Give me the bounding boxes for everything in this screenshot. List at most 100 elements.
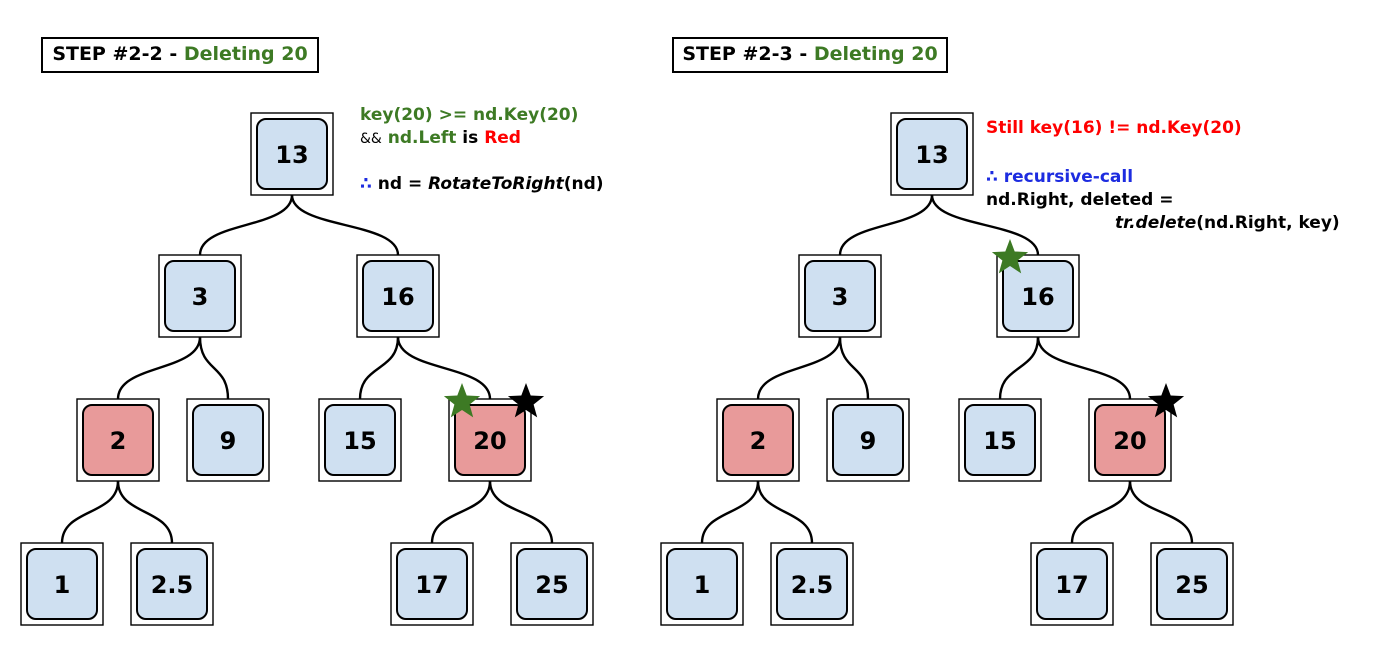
note-line-assign: nd.Right, deleted = bbox=[986, 190, 1174, 210]
edge-3-9 bbox=[198, 336, 230, 400]
note-line-key-compare: key(20) >= nd.Key(20) bbox=[360, 105, 579, 125]
note-delete-args: (nd.Right, key) bbox=[1196, 213, 1340, 233]
node-fill bbox=[362, 260, 434, 332]
stars-layer bbox=[443, 239, 1185, 418]
node-fill bbox=[82, 404, 154, 476]
edge-16-15 bbox=[998, 336, 1040, 400]
black-star-icon bbox=[507, 383, 545, 418]
step-title-right: STEP #2-3 - Deleting 20 bbox=[672, 37, 948, 73]
therefore-symbol: ∴ bbox=[360, 174, 372, 194]
edges-layer bbox=[60, 194, 1194, 544]
note-line-left-red: && nd.Left is Red bbox=[360, 127, 604, 151]
note-recursive-call: recursive-call bbox=[997, 167, 1134, 187]
node-fill bbox=[776, 548, 848, 620]
node-fill bbox=[1036, 548, 1108, 620]
tree-node-16: 16 bbox=[356, 254, 440, 338]
green-star-icon bbox=[991, 239, 1029, 274]
step-title-action: Deleting 20 bbox=[813, 43, 938, 65]
tree-node-1: 1 bbox=[660, 542, 744, 626]
node-label: 3 bbox=[832, 283, 849, 311]
node-label: 9 bbox=[860, 427, 877, 455]
tree-node-13: 13 bbox=[250, 112, 334, 196]
node-label: 17 bbox=[415, 571, 448, 599]
node-fill bbox=[516, 548, 588, 620]
node-fill bbox=[722, 404, 794, 476]
edge-13-3 bbox=[838, 194, 934, 256]
edge-20-25 bbox=[1128, 480, 1194, 544]
node-fill bbox=[256, 118, 328, 190]
note-delete-func: tr.delete bbox=[1115, 213, 1197, 233]
node-label: 13 bbox=[915, 141, 948, 169]
node-label: 1 bbox=[54, 571, 71, 599]
node-label: 16 bbox=[1021, 283, 1054, 311]
node-fill bbox=[192, 404, 264, 476]
note-line-still: Still key(16) != nd.Key(20) bbox=[986, 118, 1242, 138]
tree-node-16: 16 bbox=[996, 254, 1080, 338]
tree-node-2.5: 2.5 bbox=[130, 542, 214, 626]
node-fill bbox=[1156, 548, 1228, 620]
black-star-icon bbox=[1147, 383, 1185, 418]
note-rotate-func: RotateToRight bbox=[428, 174, 564, 194]
node-label: 2 bbox=[110, 427, 127, 455]
node-label: 25 bbox=[535, 571, 568, 599]
edge-2-2.5 bbox=[756, 480, 814, 544]
node-fill bbox=[396, 548, 468, 620]
node-label: 25 bbox=[1175, 571, 1208, 599]
note-red: Red bbox=[484, 128, 521, 148]
tree-node-13: 13 bbox=[890, 112, 974, 196]
edge-20-25 bbox=[488, 480, 554, 544]
condition-note-right: Still key(16) != nd.Key(20) ∴ recursive-… bbox=[986, 117, 1340, 235]
edge-2-1 bbox=[700, 480, 760, 544]
tree-node-17: 17 bbox=[1030, 542, 1114, 626]
node-fill bbox=[1002, 260, 1074, 332]
tree-node-9: 9 bbox=[826, 398, 910, 482]
green-star-icon bbox=[443, 383, 481, 418]
node-fill bbox=[136, 548, 208, 620]
node-label: 20 bbox=[473, 427, 506, 455]
node-label: 16 bbox=[381, 283, 414, 311]
edge-16-20 bbox=[1036, 336, 1132, 400]
node-label: 9 bbox=[220, 427, 237, 455]
edge-3-2 bbox=[116, 336, 202, 400]
tree-node-25: 25 bbox=[1150, 542, 1234, 626]
note-nd-assign: nd = bbox=[371, 174, 429, 194]
node-label: 17 bbox=[1055, 571, 1088, 599]
node-label: 2 bbox=[750, 427, 767, 455]
tree-node-15: 15 bbox=[318, 398, 402, 482]
tree-node-2: 2 bbox=[76, 398, 160, 482]
tree-node-25: 25 bbox=[510, 542, 594, 626]
note-line-delete: tr.delete(nd.Right, key) bbox=[986, 212, 1340, 235]
step-title-left: STEP #2-2 - Deleting 20 bbox=[41, 37, 319, 73]
edge-13-16 bbox=[290, 194, 400, 256]
step-title-prefix: STEP #2-2 - bbox=[52, 43, 184, 65]
node-label: 15 bbox=[343, 427, 376, 455]
note-nd-left: nd.Left bbox=[387, 128, 457, 148]
edge-3-9 bbox=[838, 336, 870, 400]
tree-node-1: 1 bbox=[20, 542, 104, 626]
tree-node-9: 9 bbox=[186, 398, 270, 482]
node-fill bbox=[26, 548, 98, 620]
step-title-action: Deleting 20 bbox=[183, 43, 308, 65]
node-label: 2.5 bbox=[791, 571, 834, 599]
tree-node-15: 15 bbox=[958, 398, 1042, 482]
node-fill bbox=[832, 404, 904, 476]
node-label: 2.5 bbox=[151, 571, 194, 599]
node-label: 20 bbox=[1113, 427, 1146, 455]
note-is: is bbox=[456, 128, 485, 148]
tree-node-3: 3 bbox=[158, 254, 242, 338]
node-fill bbox=[164, 260, 236, 332]
step-title-prefix: STEP #2-3 - bbox=[682, 43, 814, 65]
tree-node-17: 17 bbox=[390, 542, 474, 626]
tree-node-20: 20 bbox=[1088, 398, 1172, 482]
node-fill bbox=[964, 404, 1036, 476]
edge-20-17 bbox=[430, 480, 492, 544]
edge-2-2.5 bbox=[116, 480, 174, 544]
therefore-symbol: ∴ bbox=[986, 167, 998, 187]
note-rotate-arg: (nd) bbox=[563, 174, 604, 194]
node-fill bbox=[666, 548, 738, 620]
condition-note-left: key(20) >= nd.Key(20) && nd.Left is Red … bbox=[360, 104, 604, 196]
edge-2-1 bbox=[60, 480, 120, 544]
edge-20-17 bbox=[1070, 480, 1132, 544]
